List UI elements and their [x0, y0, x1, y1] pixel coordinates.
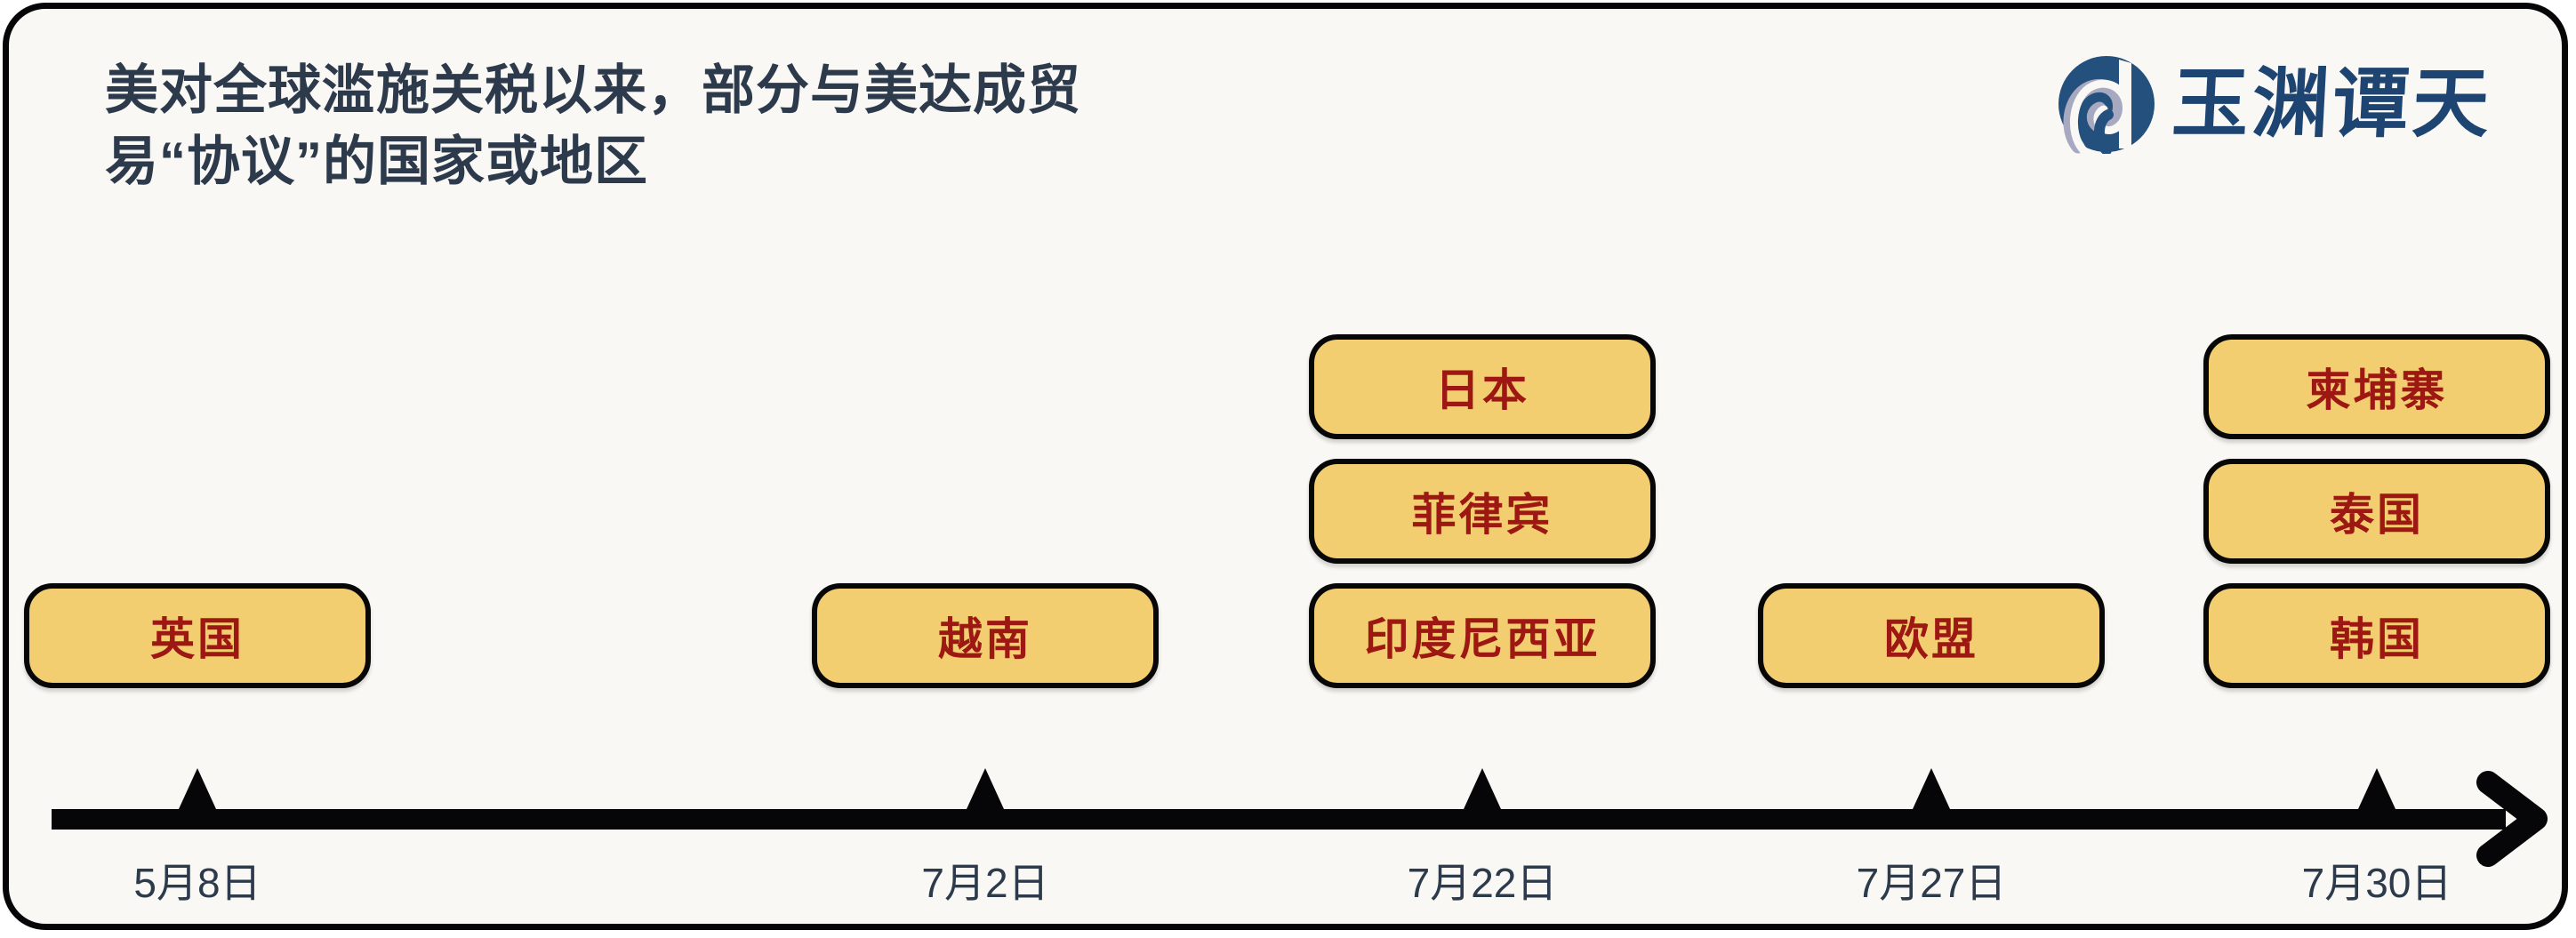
entry-pill[interactable]: 柬埔寨: [2203, 334, 2550, 439]
entry-pill[interactable]: 印度尼西亚: [1309, 583, 1656, 688]
title-line-1: 美对全球滥施关税以来，部分与美达成贸: [105, 60, 1081, 120]
timeline-marker-triangle-icon: [179, 768, 216, 809]
brand-logo: 玉渊谭天: [2057, 52, 2495, 156]
timeline-marker-triangle-icon: [1464, 768, 1501, 809]
entry-pill[interactable]: 英国: [24, 583, 371, 688]
title-line-2: 易“协议”的国家或地区: [105, 131, 648, 191]
timeline-date-label: 7月2日: [921, 860, 1049, 906]
milestone-column-7月27日: 欧盟: [1758, 583, 2105, 688]
milestone-column-7月30日: 韩国 泰国 柬埔寨: [2203, 334, 2550, 688]
entry-pill[interactable]: 菲律宾: [1309, 459, 1656, 564]
brand-wordmark: 玉渊谭天: [2170, 59, 2495, 148]
entry-pill[interactable]: 越南: [812, 583, 1159, 688]
timeline-marker-triangle-icon: [1913, 768, 1950, 809]
milestone-column-7月2日: 越南: [812, 583, 1159, 688]
yuyuantantian-circular-emblem-icon: [2058, 56, 2155, 154]
entry-pill[interactable]: 泰国: [2203, 459, 2550, 564]
infographic-card: 美对全球滥施关税以来，部分与美达成贸 易“协议”的国家或地区 玉渊谭天 英国 越…: [3, 3, 2568, 930]
entry-pill[interactable]: 韩国: [2203, 583, 2550, 688]
milestone-column-5月8日: 英国: [24, 583, 371, 688]
timeline-axis: [52, 768, 2506, 830]
timeline-arrowhead-icon: [2476, 771, 2548, 867]
timeline-date-label: 7月30日: [2301, 860, 2452, 906]
page-title: 美对全球滥施关税以来，部分与美达成贸 易“协议”的国家或地区: [105, 55, 1661, 197]
entry-pill[interactable]: 日本: [1309, 334, 1656, 439]
timeline-marker-triangle-icon: [2358, 768, 2395, 809]
timeline-date-label: 7月22日: [1407, 860, 1558, 906]
timeline-marker-triangle-icon: [967, 768, 1004, 809]
milestone-column-7月22日: 印度尼西亚 菲律宾 日本: [1309, 334, 1656, 688]
timeline-date-label: 5月8日: [133, 860, 261, 906]
timeline-date-label: 7月27日: [1856, 860, 2007, 906]
entry-pill[interactable]: 欧盟: [1758, 583, 2105, 688]
